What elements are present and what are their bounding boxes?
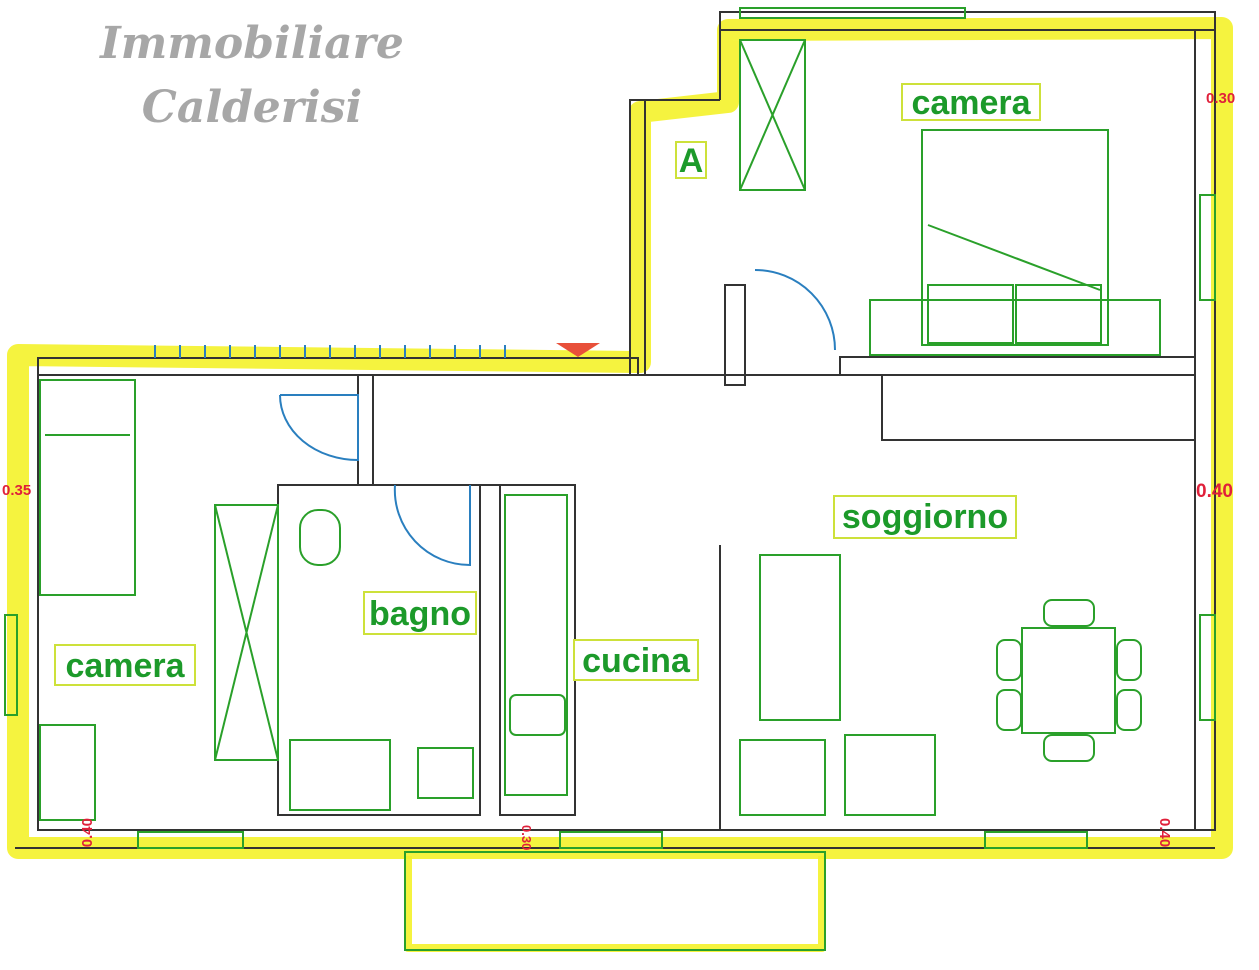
dim-right: 0.40	[1196, 481, 1233, 502]
furniture	[39, 39, 1161, 821]
dim-bottom-mid: 0.30	[519, 825, 534, 850]
room-label-cucina: cucina	[582, 642, 691, 680]
entrance-marker	[556, 343, 600, 357]
dim-bottom-right: 0.40	[1156, 818, 1173, 847]
windows	[4, 7, 1216, 849]
dim-bottom-left: 0.40	[79, 818, 96, 847]
room-label-soggiorno: soggiorno	[842, 498, 1008, 536]
balcony	[404, 851, 826, 951]
room-label-hall: A	[679, 142, 704, 180]
dim-top-right: 0.30	[1206, 90, 1235, 107]
room-label-camera-left: camera	[65, 647, 185, 685]
brand-line-1: Immobiliare	[98, 18, 404, 69]
room-label-bagno: bagno	[369, 595, 471, 633]
doors	[279, 269, 836, 567]
perimeter-highlight	[7, 17, 1233, 859]
room-label-camera-top: camera	[911, 84, 1031, 122]
balcony-highlight	[404, 856, 826, 952]
walls	[15, 11, 1216, 849]
brand-line-2: Calderisi	[142, 82, 362, 133]
dim-left: 0.35	[2, 482, 31, 499]
wall-ticks	[154, 345, 506, 358]
